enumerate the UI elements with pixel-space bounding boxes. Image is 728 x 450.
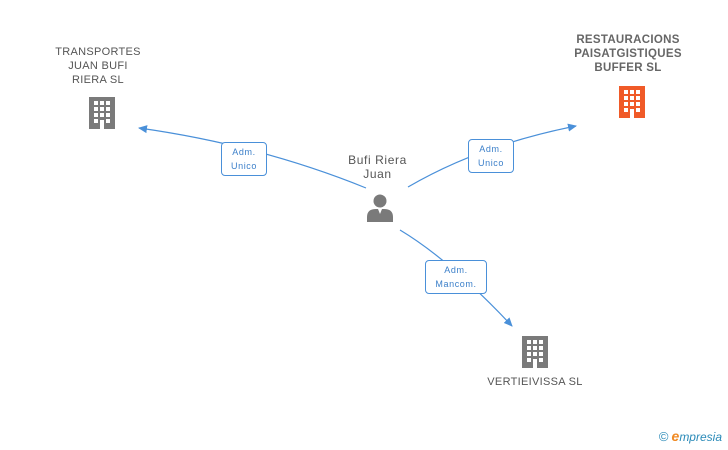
node-label-transportes: TRANSPORTES JUAN BUFI RIERA SL: [55, 46, 141, 86]
building-icon[interactable]: [519, 334, 551, 370]
edge-label-restauracions: Adm. Unico: [468, 139, 514, 173]
node-label-vertieivissa: VERTIEIVISSA SL: [487, 376, 583, 388]
node-label-restauracions: RESTAURACIONS PAISATGISTIQUES BUFFER SL: [574, 34, 682, 74]
person-icon[interactable]: [365, 193, 395, 223]
building-icon[interactable]: [86, 95, 118, 131]
copyright-symbol: ©: [658, 428, 669, 444]
edge-label-vertieivissa: Adm. Mancom.: [425, 260, 487, 294]
brand-logo: empresia: [671, 428, 722, 444]
empresia-watermark: © empresia: [659, 428, 722, 444]
node-label-person: Bufi Riera Juan: [348, 153, 407, 181]
edge-label-transportes: Adm. Unico: [221, 142, 267, 176]
building-icon[interactable]: [616, 84, 648, 120]
